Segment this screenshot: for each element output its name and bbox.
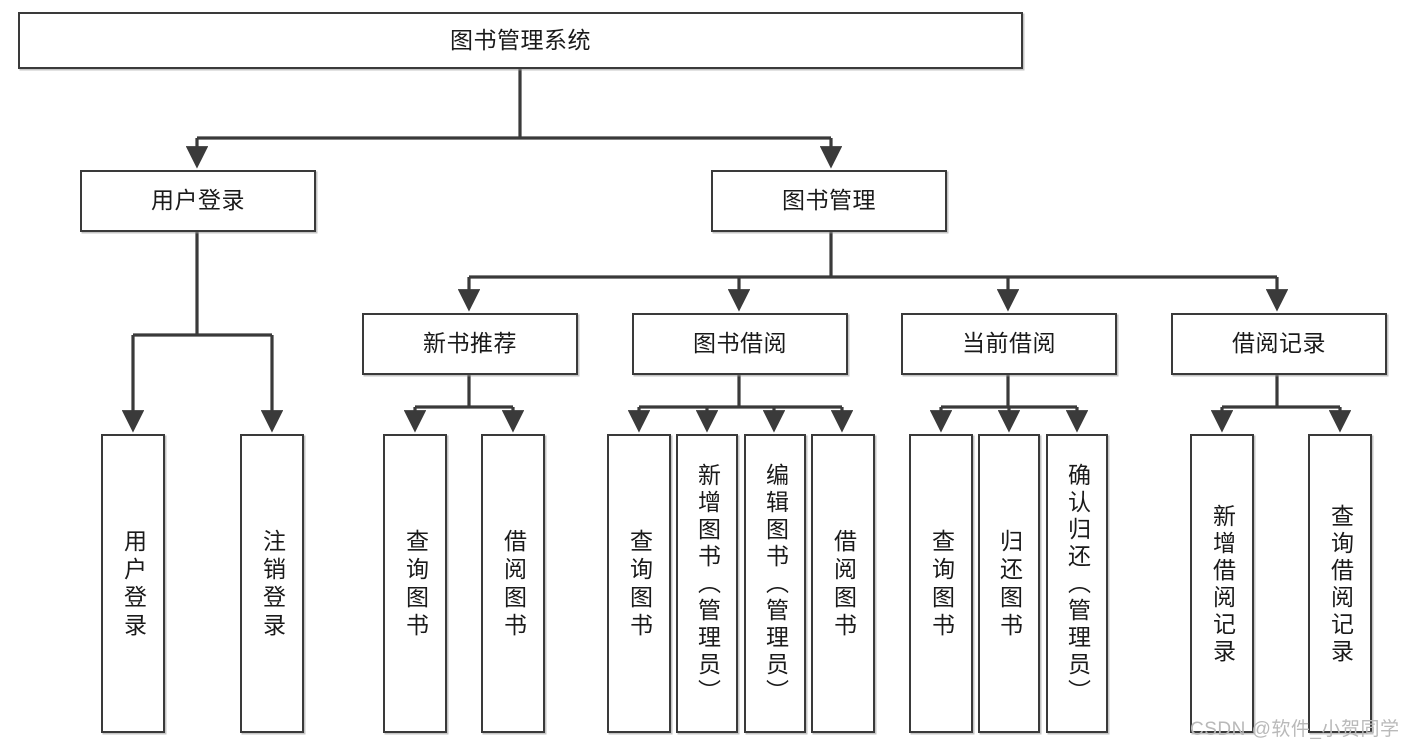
node-leaf-user-login[interactable]: 用户登录 xyxy=(101,434,165,733)
node-book-borrow[interactable]: 图书借阅 xyxy=(632,313,848,375)
node-leaf-edit-book[interactable]: 编辑图书（管理员） xyxy=(744,434,806,733)
node-leaf-borrow-book-1[interactable]: 借阅图书 xyxy=(481,434,545,733)
node-new-book-recommend-label: 新书推荐 xyxy=(423,330,517,357)
node-leaf-add-book-label: 新增图书（管理员） xyxy=(694,463,721,706)
node-leaf-return-book-label: 归还图书 xyxy=(996,528,1023,641)
node-user-login-label: 用户登录 xyxy=(151,187,245,214)
node-leaf-add-record[interactable]: 新增借阅记录 xyxy=(1190,434,1254,733)
node-root-label: 图书管理系统 xyxy=(450,26,591,53)
node-leaf-confirm-return-label: 确认归还（管理员） xyxy=(1064,463,1091,706)
node-leaf-query-book-1-label: 查询图书 xyxy=(402,528,429,641)
node-new-book-recommend[interactable]: 新书推荐 xyxy=(362,313,578,375)
node-leaf-add-book[interactable]: 新增图书（管理员） xyxy=(676,434,738,733)
node-leaf-query-book-1[interactable]: 查询图书 xyxy=(383,434,447,733)
node-leaf-user-logout-label: 注销登录 xyxy=(259,528,286,641)
node-leaf-query-book-3-label: 查询图书 xyxy=(928,528,955,641)
node-user-login[interactable]: 用户登录 xyxy=(80,170,316,232)
node-leaf-user-login-label: 用户登录 xyxy=(120,528,147,641)
node-leaf-query-book-3[interactable]: 查询图书 xyxy=(909,434,973,733)
node-book-borrow-label: 图书借阅 xyxy=(693,330,787,357)
node-leaf-borrow-book-2-label: 借阅图书 xyxy=(830,528,857,641)
node-leaf-confirm-return[interactable]: 确认归还（管理员） xyxy=(1046,434,1108,733)
node-borrow-record-label: 借阅记录 xyxy=(1232,330,1326,357)
node-current-borrow[interactable]: 当前借阅 xyxy=(901,313,1117,375)
node-leaf-query-record[interactable]: 查询借阅记录 xyxy=(1308,434,1372,733)
node-leaf-query-book-2-label: 查询图书 xyxy=(626,528,653,641)
node-book-manage[interactable]: 图书管理 xyxy=(711,170,947,232)
node-leaf-add-record-label: 新增借阅记录 xyxy=(1209,503,1236,666)
node-borrow-record[interactable]: 借阅记录 xyxy=(1171,313,1387,375)
node-leaf-query-book-2[interactable]: 查询图书 xyxy=(607,434,671,733)
node-book-manage-label: 图书管理 xyxy=(782,187,876,214)
node-leaf-query-record-label: 查询借阅记录 xyxy=(1327,503,1354,666)
node-leaf-edit-book-label: 编辑图书（管理员） xyxy=(762,463,789,706)
node-leaf-user-logout[interactable]: 注销登录 xyxy=(240,434,304,733)
node-current-borrow-label: 当前借阅 xyxy=(962,330,1056,357)
node-root[interactable]: 图书管理系统 xyxy=(18,12,1023,69)
node-leaf-return-book[interactable]: 归还图书 xyxy=(978,434,1040,733)
node-leaf-borrow-book-1-label: 借阅图书 xyxy=(500,528,527,641)
node-leaf-borrow-book-2[interactable]: 借阅图书 xyxy=(811,434,875,733)
